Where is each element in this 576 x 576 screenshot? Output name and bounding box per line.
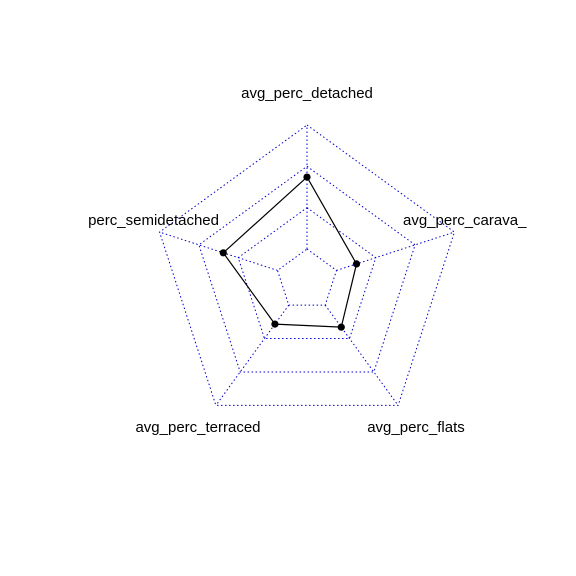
data-point-avg_perc_carava_ <box>352 260 361 268</box>
grid-spoke-5 <box>159 231 278 271</box>
axis-labels: avg_perc_detached avg_perc_carava_ avg_p… <box>88 85 527 436</box>
data-point-avg_perc_detached <box>303 173 311 181</box>
data-point-perc_semidetached <box>219 249 227 257</box>
grid-spoke-3 <box>324 304 399 406</box>
data-point-avg_perc_flats <box>337 323 345 331</box>
axis-label-caravan: avg_perc_carava_ <box>403 212 527 229</box>
grid-spoke-4 <box>215 304 290 406</box>
grid-ring-2 <box>237 207 377 340</box>
data-point-avg_perc_terraced <box>271 320 279 328</box>
radar-series <box>219 173 361 331</box>
grid-ring-3 <box>198 165 416 373</box>
axis-label-semidetached: perc_semidetached <box>88 212 219 229</box>
radar-grid <box>158 124 456 406</box>
series-line-1 <box>222 176 358 328</box>
grid-ring-4 <box>158 124 456 406</box>
axis-label-flats: avg_perc_flats <box>367 419 465 436</box>
grid-ring-1 <box>276 248 338 306</box>
axis-label-terraced: avg_perc_terraced <box>135 419 260 436</box>
axis-label-detached: avg_perc_detached <box>241 85 373 102</box>
